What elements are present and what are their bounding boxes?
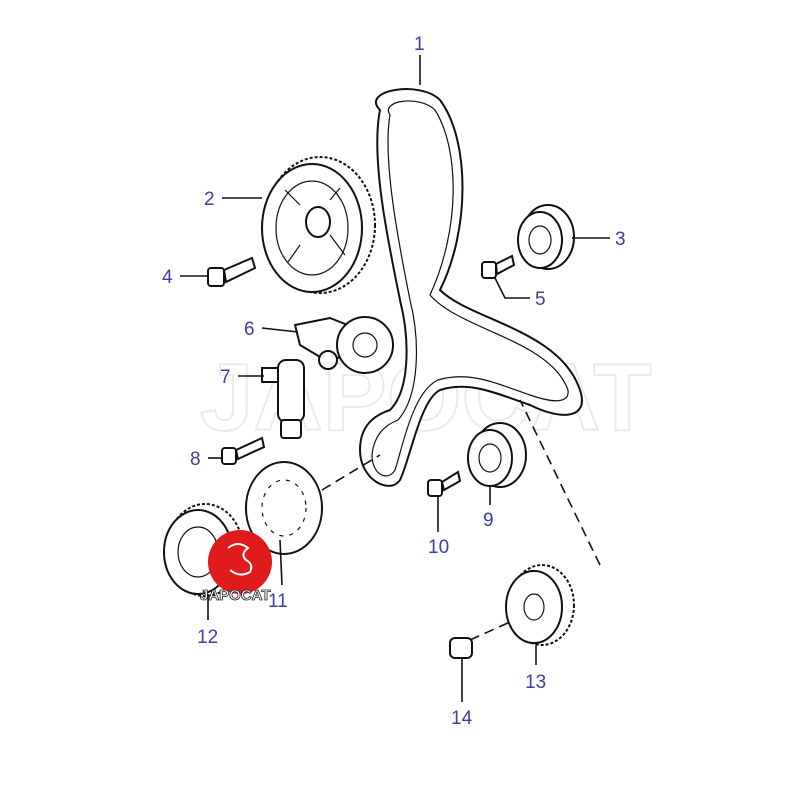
callout-5: 5 (535, 289, 546, 310)
idler-pulley-3 (517, 204, 575, 270)
bolt-10 (427, 470, 462, 497)
callout-2: 2 (204, 189, 215, 210)
callout-4: 4 (162, 267, 173, 288)
callout-8: 8 (190, 449, 201, 470)
callout-14: 14 (451, 708, 473, 729)
idler-pulley-9 (467, 422, 527, 488)
logo-text: JAPOCAT (200, 587, 271, 604)
bolt-4 (207, 256, 257, 287)
callout-6: 6 (244, 319, 255, 340)
tensioner-6 (293, 316, 394, 374)
bolt-5 (481, 254, 516, 279)
callout-7: 7 (220, 367, 231, 388)
bolt-8 (221, 436, 266, 465)
sprocket-13 (469, 399, 601, 646)
tensioner-7 (261, 359, 305, 439)
leader-lines (180, 55, 610, 702)
callout-10: 10 (428, 537, 449, 558)
camshaft-pulley (261, 156, 376, 294)
callout-13: 13 (525, 672, 546, 693)
callout-1: 1 (414, 34, 425, 55)
callout-11: 11 (268, 591, 288, 612)
nut-14 (449, 637, 473, 659)
timing-belt (358, 88, 583, 487)
plate-11 (245, 454, 381, 555)
japocat-logo: JAPOCAT (200, 530, 272, 604)
callout-9: 9 (483, 510, 494, 531)
callout-12: 12 (197, 627, 218, 648)
callout-labels: 1 2 3 4 5 6 7 8 9 10 11 12 13 14 (162, 34, 626, 729)
callout-3: 3 (615, 229, 626, 250)
